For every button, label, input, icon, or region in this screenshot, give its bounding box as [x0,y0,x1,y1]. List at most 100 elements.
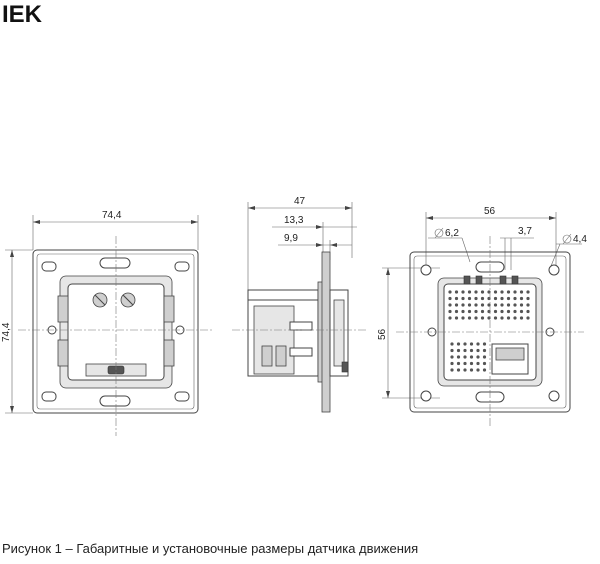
vent-dot [450,355,454,359]
vent-dot [476,368,480,372]
vent-dot [467,290,472,294]
vent-dot [493,309,498,314]
vent-dot [526,296,530,301]
vent-dot [487,303,491,307]
vent-dot [461,303,465,307]
vent-dot [513,316,517,320]
vent-dot [454,303,459,307]
iek-logo: IEK [2,2,58,24]
vent-dot [482,348,487,353]
vent-dot [519,309,524,314]
vent-dot [482,355,487,359]
vent-dot [513,303,517,307]
vent-dot [448,316,452,320]
vent-dot [500,309,504,314]
rear-diameter-2-label: 4,4 [573,234,587,245]
vent-dot [456,355,461,359]
vent-dot [461,316,465,320]
vent-dot [519,296,524,301]
vent-dot [450,342,454,346]
vent-dot [506,290,511,294]
vent-dot [467,296,472,301]
vent-dot [448,309,452,314]
vent-dot [454,316,459,320]
vent-dot [461,309,465,314]
vent-dot [448,303,452,307]
vent-dot [476,342,480,346]
vent-dot [526,290,530,294]
vent-dot [519,316,524,320]
vent-dot [500,303,504,307]
vent-dot [456,348,461,353]
vent-dot [450,361,454,366]
vent-dot [519,303,524,307]
vent-dot [519,290,524,294]
vent-dot [476,361,480,366]
vent-dot [500,290,504,294]
side-offset-label-2: 9,9 [284,233,298,244]
vent-dot [454,290,459,294]
front-width-label: 74,4 [102,210,122,221]
vent-dot [467,316,472,320]
vent-dot [482,361,487,366]
vent-dot [513,296,517,301]
vent-dot [467,309,472,314]
figure-caption: Рисунок 1 – Габаритные и установочные ра… [2,541,419,556]
side-offset-label-1: 13,3 [284,215,304,226]
vent-dot [474,303,478,307]
vent-dot [480,309,485,314]
vent-dot [493,290,498,294]
vent-dot [476,355,480,359]
vent-dot [448,296,452,301]
vent-grid-top [448,290,530,320]
vent-dot [469,355,474,359]
vent-dot [480,303,485,307]
vent-dot [467,303,472,307]
vent-dot [463,348,467,353]
vent-dot [513,309,517,314]
vent-dot [474,296,478,301]
vent-dot [463,355,467,359]
front-height-label: 74,4 [1,322,12,342]
vent-dot [500,316,504,320]
vent-dot [461,290,465,294]
vent-dot [476,348,480,353]
vent-dot [480,316,485,320]
rear-spacing-label: 56 [484,206,496,217]
vent-dot [456,342,461,346]
vent-dot [474,316,478,320]
vent-dot [482,368,487,372]
vent-dot [474,309,478,314]
side-view: 47 13,3 9,9 [232,196,366,413]
vent-dot [454,296,459,301]
vent-dot [463,368,467,372]
vent-dot [482,342,487,346]
vent-dot [506,303,511,307]
vent-dot [493,303,498,307]
vent-dot [461,296,465,301]
vent-dot [506,296,511,301]
vent-dot [450,368,454,372]
vent-dot [513,290,517,294]
rear-gap-label: 3,7 [518,226,532,237]
vent-dot [456,368,461,372]
vent-dot [526,316,530,320]
vent-dot [506,316,511,320]
vent-dot [480,290,485,294]
vent-dot [526,303,530,307]
vent-dot [450,348,454,353]
vent-dot [474,290,478,294]
vent-dot [454,309,459,314]
logo-text: IEK [2,2,43,24]
vent-dot [506,309,511,314]
vent-dot [469,348,474,353]
front-view: 74,4 74,4 [1,210,214,436]
rear-diameter-1-label: 6,2 [445,228,459,239]
vent-dot [456,361,461,366]
vent-dot [463,342,467,346]
vent-dot [469,368,474,372]
vent-dot [493,316,498,320]
rear-height-label: 56 [377,328,388,340]
vent-dot [469,342,474,346]
